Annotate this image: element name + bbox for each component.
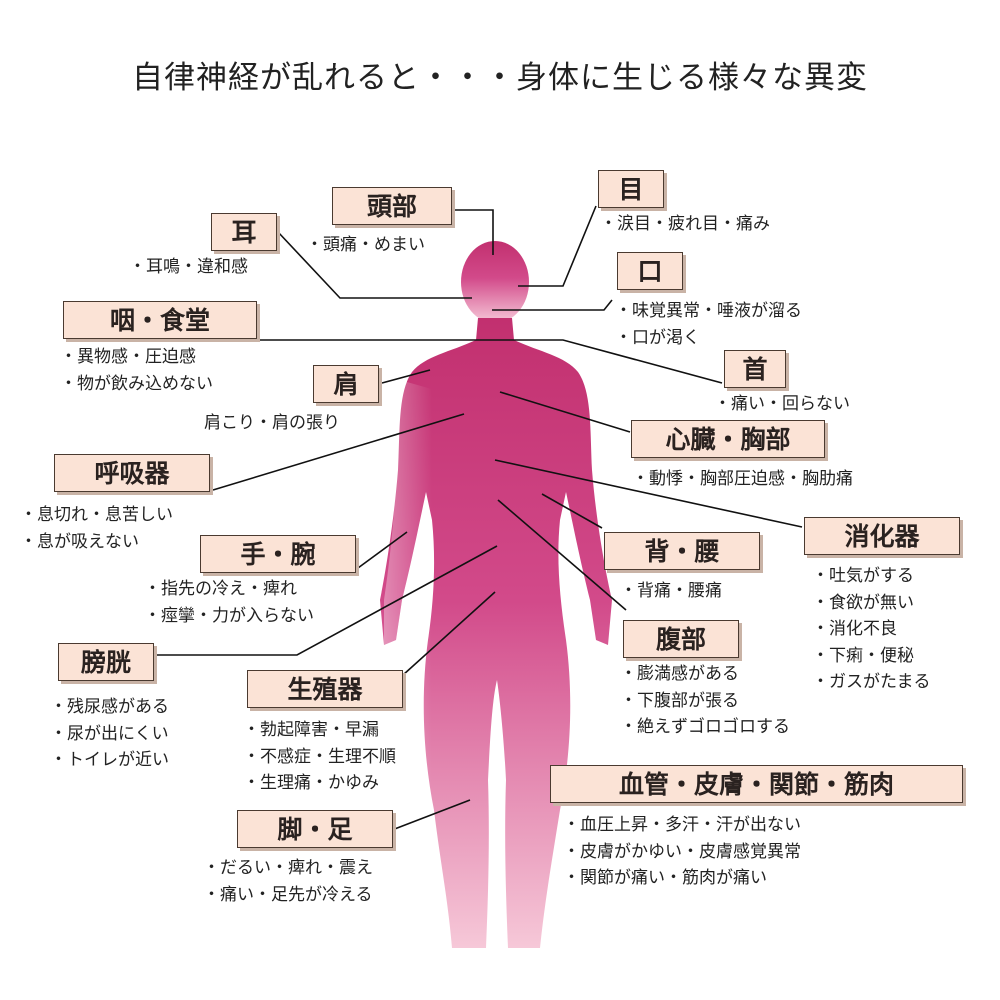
label-ear: 耳 — [211, 213, 277, 251]
symptoms-vessels: ・血圧上昇・多汗・汗が出ない ・皮膚がかゆい・皮膚感覚異常 ・関節が痛い・筋肉が… — [563, 812, 801, 892]
connector-genital — [402, 591, 496, 676]
label-vessels: 血管・皮膚・関節・筋肉 — [550, 765, 963, 803]
symptom: ・痙攣・力が入らない — [144, 605, 314, 626]
connector-lines — [155, 205, 803, 831]
label-digestive: 消化器 — [804, 517, 960, 555]
label-mouth: 口 — [617, 252, 683, 290]
label-neck: 首 — [724, 350, 786, 388]
symptom: ・残尿感がある — [50, 697, 169, 717]
label-heart: 心臓・胸部 — [631, 420, 825, 458]
symptoms-back: ・背痛・腰痛 — [620, 578, 722, 605]
symptoms-mouth: ・味覚異常・唾液が溜る ・口が渇く — [615, 298, 802, 351]
connector-bladder — [155, 545, 498, 656]
symptom: ・血圧上昇・多汗・汗が出ない — [563, 815, 801, 835]
symptom: ・消化不良 — [812, 619, 897, 639]
symptom: ・ガスがたまる — [812, 672, 931, 692]
symptom: ・絶えずゴロゴロする — [620, 717, 790, 737]
symptoms-genital: ・勃起障害・早漏 ・不感症・生理不順 ・生理痛・かゆみ — [243, 717, 396, 797]
connector-legs — [391, 799, 471, 831]
label-head: 頭部 — [332, 187, 452, 225]
symptoms-shoulder: 肩こり・肩の張り — [204, 410, 340, 437]
connector-hand — [357, 531, 408, 569]
connector-back — [541, 493, 603, 529]
connector-throat — [258, 339, 723, 384]
label-abdomen: 腹部 — [623, 620, 739, 658]
symptoms-heart: ・動悸・胸部圧迫感・胸肋痛 — [632, 466, 853, 493]
symptom: 肩こり・肩の張り — [204, 413, 340, 433]
symptom: ・生理痛・かゆみ — [243, 773, 379, 793]
connector-heart — [499, 391, 631, 433]
symptom: ・尿が出にくい — [50, 723, 169, 744]
symptoms-ear: ・耳鳴・違和感 — [129, 254, 248, 281]
symptom: ・息切れ・息苦しい — [20, 505, 173, 525]
connector-shoulder — [381, 369, 431, 384]
symptom: ・関節が痛い・筋肉が痛い — [563, 868, 767, 888]
symptom: ・トイレが近い — [50, 750, 169, 770]
label-hand: 手・腕 — [200, 535, 356, 573]
symptom: ・痛い・足先が冷える — [203, 884, 373, 905]
label-eye: 目 — [598, 170, 664, 208]
symptom: ・食欲が無い — [812, 592, 914, 613]
symptoms-respiratory: ・息切れ・息苦しい ・息が吸えない — [20, 502, 173, 555]
label-legs: 脚・足 — [237, 810, 393, 848]
symptom: ・だるい・痺れ・震え — [203, 858, 373, 878]
symptom: ・頭痛・めまい — [306, 235, 425, 255]
connector-respiratory — [212, 413, 465, 491]
symptom: ・指先の冷え・痺れ — [144, 579, 297, 599]
symptom: ・異物感・圧迫感 — [60, 347, 196, 367]
symptoms-digestive: ・吐気がする ・食欲が無い ・消化不良 ・下痢・便秘 ・ガスがたまる — [812, 563, 931, 696]
symptom: ・味覚異常・唾液が溜る — [615, 301, 802, 321]
symptoms-throat: ・異物感・圧迫感 ・物が飲み込めない — [60, 344, 213, 397]
symptom: ・不感症・生理不順 — [243, 746, 396, 767]
symptom: ・下痢・便秘 — [812, 645, 914, 666]
symptoms-bladder: ・残尿感がある ・尿が出にくい ・トイレが近い — [50, 694, 169, 774]
symptoms-head: ・頭痛・めまい — [306, 232, 425, 259]
symptoms-abdomen: ・膨満感がある ・下腹部が張る ・絶えずゴロゴロする — [620, 661, 790, 741]
label-back: 背・腰 — [604, 532, 760, 570]
label-shoulder: 肩 — [313, 365, 379, 403]
symptom: ・皮膚がかゆい・皮膚感覚異常 — [563, 841, 801, 862]
symptom: ・痛い・回らない — [714, 394, 850, 414]
symptoms-neck: ・痛い・回らない — [714, 391, 850, 418]
symptom: ・下腹部が張る — [620, 690, 739, 711]
symptom: ・吐気がする — [812, 566, 914, 586]
symptom: ・耳鳴・違和感 — [129, 257, 248, 277]
symptoms-hand: ・指先の冷え・痺れ ・痙攣・力が入らない — [144, 576, 314, 629]
symptom: ・膨満感がある — [620, 664, 739, 684]
symptom: ・涙目・疲れ目・痛み — [600, 214, 770, 234]
connector-digestive — [494, 459, 803, 528]
symptom: ・勃起障害・早漏 — [243, 720, 379, 740]
symptom: ・息が吸えない — [20, 531, 139, 552]
symptom: ・物が飲み込めない — [60, 373, 213, 394]
symptom: ・動悸・胸部圧迫感・胸肋痛 — [632, 469, 853, 489]
symptom: ・口が渇く — [615, 327, 700, 348]
symptom: ・背痛・腰痛 — [620, 581, 722, 601]
symptoms-eye: ・涙目・疲れ目・痛み — [600, 211, 770, 238]
label-respiratory: 呼吸器 — [54, 454, 210, 492]
connector-mouth — [492, 299, 613, 311]
connector-eye — [518, 205, 597, 287]
page-title: 自律神経が乱れると・・・身体に生じる様々な異変 — [132, 60, 868, 96]
connector-abdomen — [497, 499, 627, 611]
connector-ear — [277, 231, 472, 299]
label-throat: 咽・食堂 — [63, 301, 257, 339]
symptoms-legs: ・だるい・痺れ・震え ・痛い・足先が冷える — [203, 855, 373, 908]
connector-head — [453, 209, 494, 255]
label-genital: 生殖器 — [247, 670, 403, 708]
label-bladder: 膀胱 — [58, 643, 154, 681]
